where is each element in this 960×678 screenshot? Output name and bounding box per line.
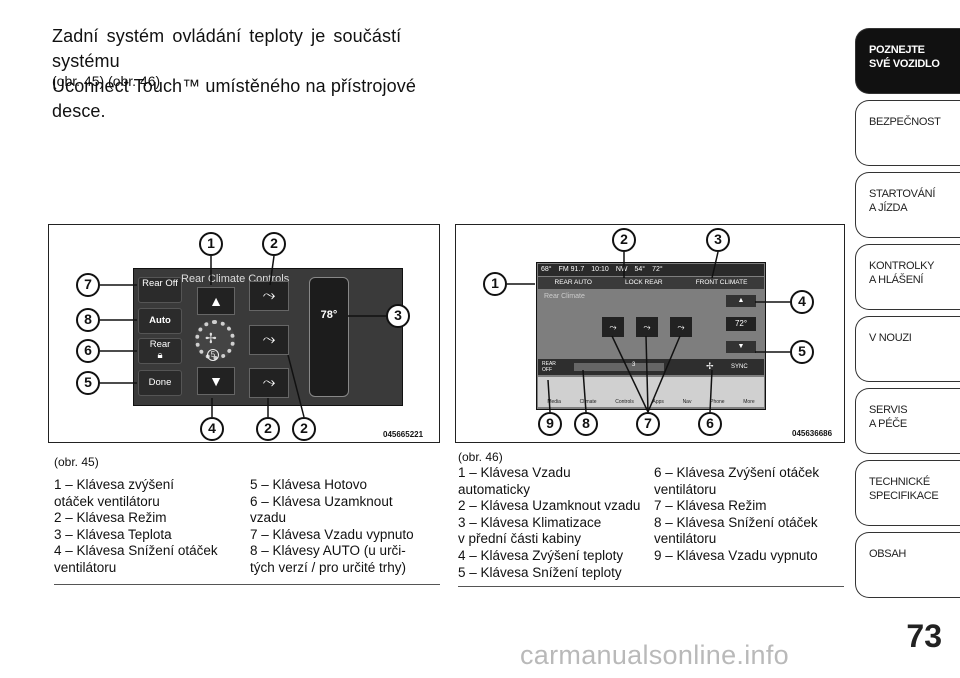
- lock-icon: 🔒︎: [157, 350, 163, 361]
- fig46-rear-auto-button: REAR AUTO: [554, 279, 592, 286]
- fig46-front-climate-button: FRONT CLIMATE: [695, 279, 748, 286]
- chapter-tabs: POZNEJTE SVÉ VOZIDLO BEZPEČNOST STARTOVÁ…: [855, 28, 960, 604]
- fig46-mode-button-2: ⤳: [636, 317, 658, 337]
- fig46-nav-climate: Climate: [579, 399, 597, 405]
- fig46-nav-media: Media: [547, 399, 561, 405]
- tab-technicke-specifikace[interactable]: TECHNICKÉ SPECIFIKACE: [855, 460, 960, 526]
- fig45-caption: (obr. 45): [54, 455, 99, 469]
- fig45-callout-1: 1: [199, 232, 223, 256]
- fig46-nav-phone: Phone: [710, 399, 725, 405]
- fig46-temp-up-button: ▲: [726, 295, 756, 307]
- fig45-legend-rule: [54, 584, 440, 585]
- fig46-nav-nav: Nav: [682, 399, 692, 405]
- page-number: 73: [906, 618, 942, 654]
- fig46-legend-right: 6 – Klávesa Zvýšení otáček ventilátoru 7…: [654, 465, 820, 563]
- figure-45: Rear Climate Controls Rear Off Auto Rear…: [48, 224, 440, 443]
- fig45-callout-7: 7: [76, 273, 100, 297]
- fig46-status-bar: 68° FM 91.7 10:10 NW 54° 72°: [538, 264, 764, 276]
- fig45-legend-right: 5 – Klávesa Hotovo 6 – Klávesa Uzamknout…: [250, 477, 414, 575]
- fig46-callout-6: 6: [698, 412, 722, 436]
- fig45-callout-6: 6: [76, 339, 100, 363]
- fig46-nav-apps: Apps: [652, 399, 664, 405]
- fig45-rear-off-button: Rear Off: [138, 277, 182, 303]
- fig45-done-button: Done: [138, 370, 182, 396]
- fig45-callout-5: 5: [76, 371, 100, 395]
- tab-obsah[interactable]: OBSAH: [855, 532, 960, 598]
- fig46-caption: (obr. 46): [458, 450, 503, 464]
- fig45-callout-2-bottom-b: 2: [292, 417, 316, 441]
- tab-servis-a-pece[interactable]: SERVIS A PÉČE: [855, 388, 960, 454]
- tab-v-nouzi[interactable]: V NOUZI: [855, 316, 960, 382]
- fig45-legend-left: 1 – Klávesa zvýšení otáček ventilátoru 2…: [54, 477, 218, 575]
- fig45-code: 045665221: [383, 430, 424, 439]
- figure-46: 68° FM 91.7 10:10 NW 54° 72° REAR AUTO L…: [455, 224, 845, 443]
- fig46-callout-9: 9: [538, 412, 562, 436]
- fig46-callout-5: 5: [790, 340, 814, 364]
- intro-line-1: Zadní systém ovládání teploty je součást…: [52, 26, 402, 71]
- fig45-rear-lock-button: Rear🔒︎: [138, 338, 182, 364]
- fig45-callout-2-bottom-a: 2: [256, 417, 280, 441]
- fig46-temp-value: 72°: [726, 317, 756, 331]
- fig46-callout-8: 8: [574, 412, 598, 436]
- tab-poznejte-sve-vozidlo[interactable]: POZNEJTE SVÉ VOZIDLO: [855, 28, 960, 94]
- fig46-fan-up-icon: ✢: [706, 361, 714, 371]
- fig45-mode-button-1: ⤳: [249, 281, 289, 311]
- fig45-legend: 1 – Klávesa zvýšení otáček ventilátoru 2…: [54, 477, 440, 577]
- fig46-sync-button: SYNC: [731, 364, 748, 370]
- fig46-fan-level: 3: [632, 362, 636, 368]
- intro-text: Zadní systém ovládání teploty je součást…: [52, 24, 447, 124]
- fig46-callout-3: 3: [706, 228, 730, 252]
- fig46-nav-more: More: [743, 399, 755, 405]
- fig45-fan-level: 5: [207, 349, 219, 361]
- fig46-callout-1: 1: [483, 272, 507, 296]
- fig46-callout-4: 4: [790, 290, 814, 314]
- intro-line-2: Uconnect Touch™ umístěného na přístrojov…: [52, 76, 416, 121]
- fig46-fan-bar: [574, 363, 664, 371]
- fig45-callout-3: 3: [386, 304, 410, 328]
- fig45-callout-2-top: 2: [262, 232, 286, 256]
- fig46-rear-off-button: REAR OFF: [542, 361, 556, 373]
- fig46-callout-2: 2: [612, 228, 636, 252]
- fig45-auto-button: Auto: [138, 308, 182, 334]
- fig45-mode-button-2: ⤳: [249, 325, 289, 355]
- fig46-callout-7: 7: [636, 412, 660, 436]
- tab-kontrolky-a-hlaseni[interactable]: KONTROLKY A HLÁŠENÍ: [855, 244, 960, 310]
- fig45-fan-icon: ✢: [205, 330, 217, 346]
- fig45-fan-up-button: ▲: [197, 287, 235, 315]
- fig45-mode-button-3: ⤳: [249, 368, 289, 398]
- fig45-temp-value: 78°: [320, 309, 338, 321]
- fig45-fan-down-button: ▼: [197, 367, 235, 395]
- fig46-legend-left: 1 – Klávesa Vzadu automaticky 2 – Kláves…: [458, 465, 641, 580]
- fig46-screen-title: Rear Climate: [544, 293, 585, 300]
- fig46-legend-rule: [458, 586, 844, 587]
- fig46-mode-button-1: ⤳: [602, 317, 624, 337]
- tab-bezpecnost[interactable]: BEZPEČNOST: [855, 100, 960, 166]
- fig46-temp-down-button: ▼: [726, 341, 756, 353]
- fig46-code: 045636686: [792, 429, 833, 438]
- intro-figure-refs: (obr. 45) (obr. 46): [52, 73, 161, 89]
- fig45-temp-slider: [309, 277, 349, 397]
- fig46-lock-rear-button: LOCK REAR: [625, 279, 663, 286]
- fig46-legend: 1 – Klávesa Vzadu automaticky 2 – Kláves…: [458, 465, 844, 581]
- watermark: carmanualsonline.info: [520, 640, 789, 670]
- fig46-nav-bar: Media Climate Controls Apps Nav Phone Mo…: [538, 377, 764, 407]
- fig45-callout-8: 8: [76, 308, 100, 332]
- fig46-nav-controls: Controls: [615, 399, 634, 405]
- fig46-mode-button-3: ⤳: [670, 317, 692, 337]
- fig46-top-buttons: REAR AUTO LOCK REAR FRONT CLIMATE: [538, 277, 764, 289]
- fig45-callout-4: 4: [200, 417, 224, 441]
- tab-startovani-a-jizda[interactable]: STARTOVÁNÍ A JÍZDA: [855, 172, 960, 238]
